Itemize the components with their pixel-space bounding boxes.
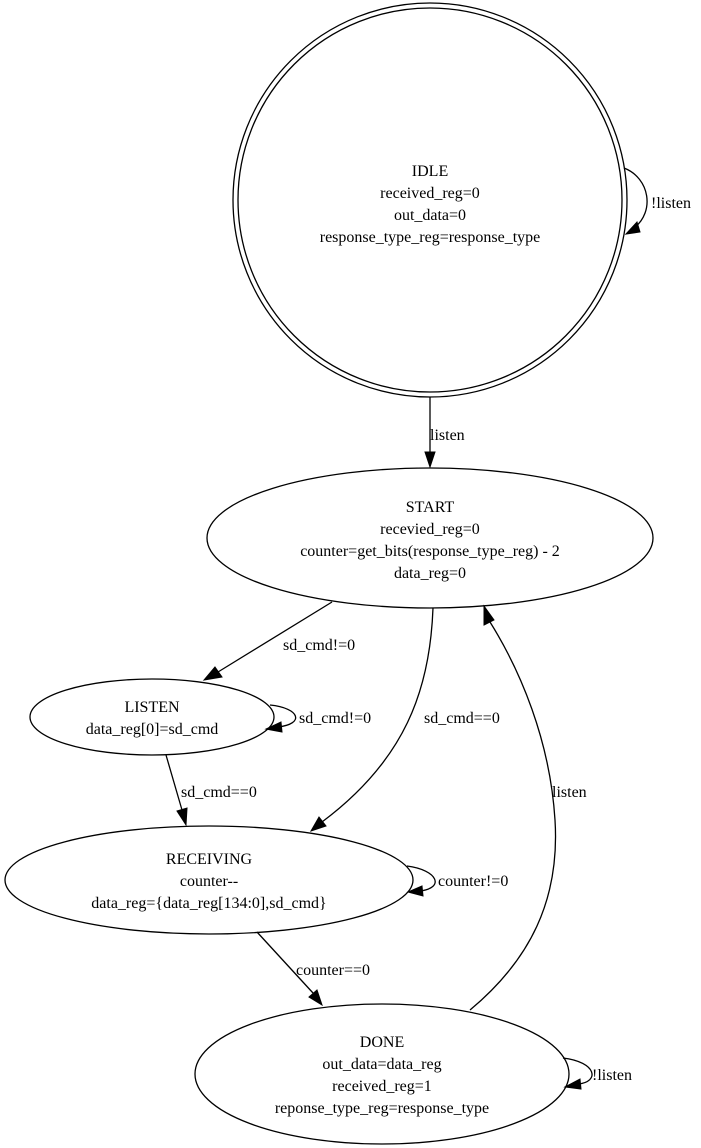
node-title: RECEIVING xyxy=(166,851,253,868)
edge-line xyxy=(217,601,333,673)
edge-line xyxy=(269,704,297,728)
arrowhead-icon xyxy=(406,885,424,897)
node-action: data_reg={data_reg[134:0],sd_cmd} xyxy=(91,895,326,912)
node-idle-inner-ring xyxy=(237,7,623,393)
arrowhead-icon xyxy=(202,666,223,681)
edge-label: sd_cmd!=0 xyxy=(299,710,371,727)
edge-label: sd_cmd!=0 xyxy=(283,637,355,654)
node-start-shape xyxy=(206,467,654,609)
edge-line xyxy=(562,1057,593,1085)
node-listen-shape xyxy=(29,678,275,756)
edge-label: counter==0 xyxy=(296,962,370,979)
node-action: reponse_type_reg=response_type xyxy=(275,1100,489,1117)
node-done-shape xyxy=(194,1003,570,1145)
node-listen[interactable]: LISTEN data_reg[0]=sd_cmd xyxy=(29,678,275,756)
node-action: out_data=0 xyxy=(394,207,466,224)
node-start[interactable]: START recevied_reg=0 counter=get_bits(re… xyxy=(206,467,654,609)
edge-line xyxy=(406,865,436,892)
edge-label: sd_cmd==0 xyxy=(424,710,500,727)
edge-listen-to-receiving[interactable]: sd_cmd==0 xyxy=(165,754,257,827)
node-title: IDLE xyxy=(412,163,448,180)
node-receiving-shape xyxy=(4,825,414,935)
node-action: out_data=data_reg xyxy=(322,1056,441,1073)
edge-line xyxy=(165,754,183,811)
edge-label: counter!=0 xyxy=(438,873,508,890)
node-action: received_reg=0 xyxy=(380,185,480,202)
node-title: START xyxy=(406,499,455,516)
node-action: response_type_reg=response_type xyxy=(320,229,541,246)
edge-line xyxy=(469,621,557,1011)
edge-idle-to-start[interactable]: listen xyxy=(424,397,465,469)
node-action: recevied_reg=0 xyxy=(380,521,480,538)
node-idle[interactable]: IDLE received_reg=0 out_data=0 response_… xyxy=(232,2,628,398)
arrowhead-icon xyxy=(624,221,641,235)
node-action: data_reg[0]=sd_cmd xyxy=(86,721,219,738)
arrowhead-icon xyxy=(176,807,188,827)
edge-label: listen xyxy=(430,427,465,444)
edge-label: !listen xyxy=(651,195,691,212)
node-action: counter=get_bits(response_type_reg) - 2 xyxy=(300,543,560,560)
arrowhead-icon xyxy=(483,604,495,626)
edge-line xyxy=(256,931,314,994)
edge-receiving-to-receiving[interactable]: counter!=0 xyxy=(406,865,508,897)
arrowhead-icon xyxy=(308,989,323,1007)
edge-line xyxy=(623,167,648,229)
arrowhead-icon xyxy=(309,816,327,832)
edge-idle-to-idle[interactable]: !listen xyxy=(623,167,691,235)
edge-receiving-to-done[interactable]: counter==0 xyxy=(256,931,370,1007)
node-action: counter-- xyxy=(180,873,238,890)
node-action: data_reg=0 xyxy=(394,565,466,582)
edge-done-to-done[interactable]: !listen xyxy=(562,1057,632,1090)
arrowhead-icon xyxy=(424,451,436,469)
edge-line xyxy=(321,607,434,823)
edge-label: sd_cmd==0 xyxy=(181,784,257,801)
arrowhead-icon xyxy=(563,1078,582,1090)
arrowhead-icon xyxy=(264,721,283,733)
edge-start-to-receiving[interactable]: sd_cmd==0 xyxy=(309,607,500,832)
edge-done-to-start[interactable]: listen xyxy=(469,604,587,1011)
edge-label: !listen xyxy=(592,1067,632,1084)
node-done[interactable]: DONE out_data=data_reg received_reg=1 re… xyxy=(194,1003,570,1145)
edge-listen-to-listen[interactable]: sd_cmd!=0 xyxy=(264,704,371,733)
node-title: LISTEN xyxy=(124,699,180,716)
edge-start-to-listen[interactable]: sd_cmd!=0 xyxy=(202,601,355,681)
edge-label: listen xyxy=(552,784,587,801)
node-title: DONE xyxy=(360,1034,404,1051)
node-receiving[interactable]: RECEIVING counter-- data_reg={data_reg[1… xyxy=(4,825,414,935)
node-action: received_reg=1 xyxy=(332,1078,432,1095)
